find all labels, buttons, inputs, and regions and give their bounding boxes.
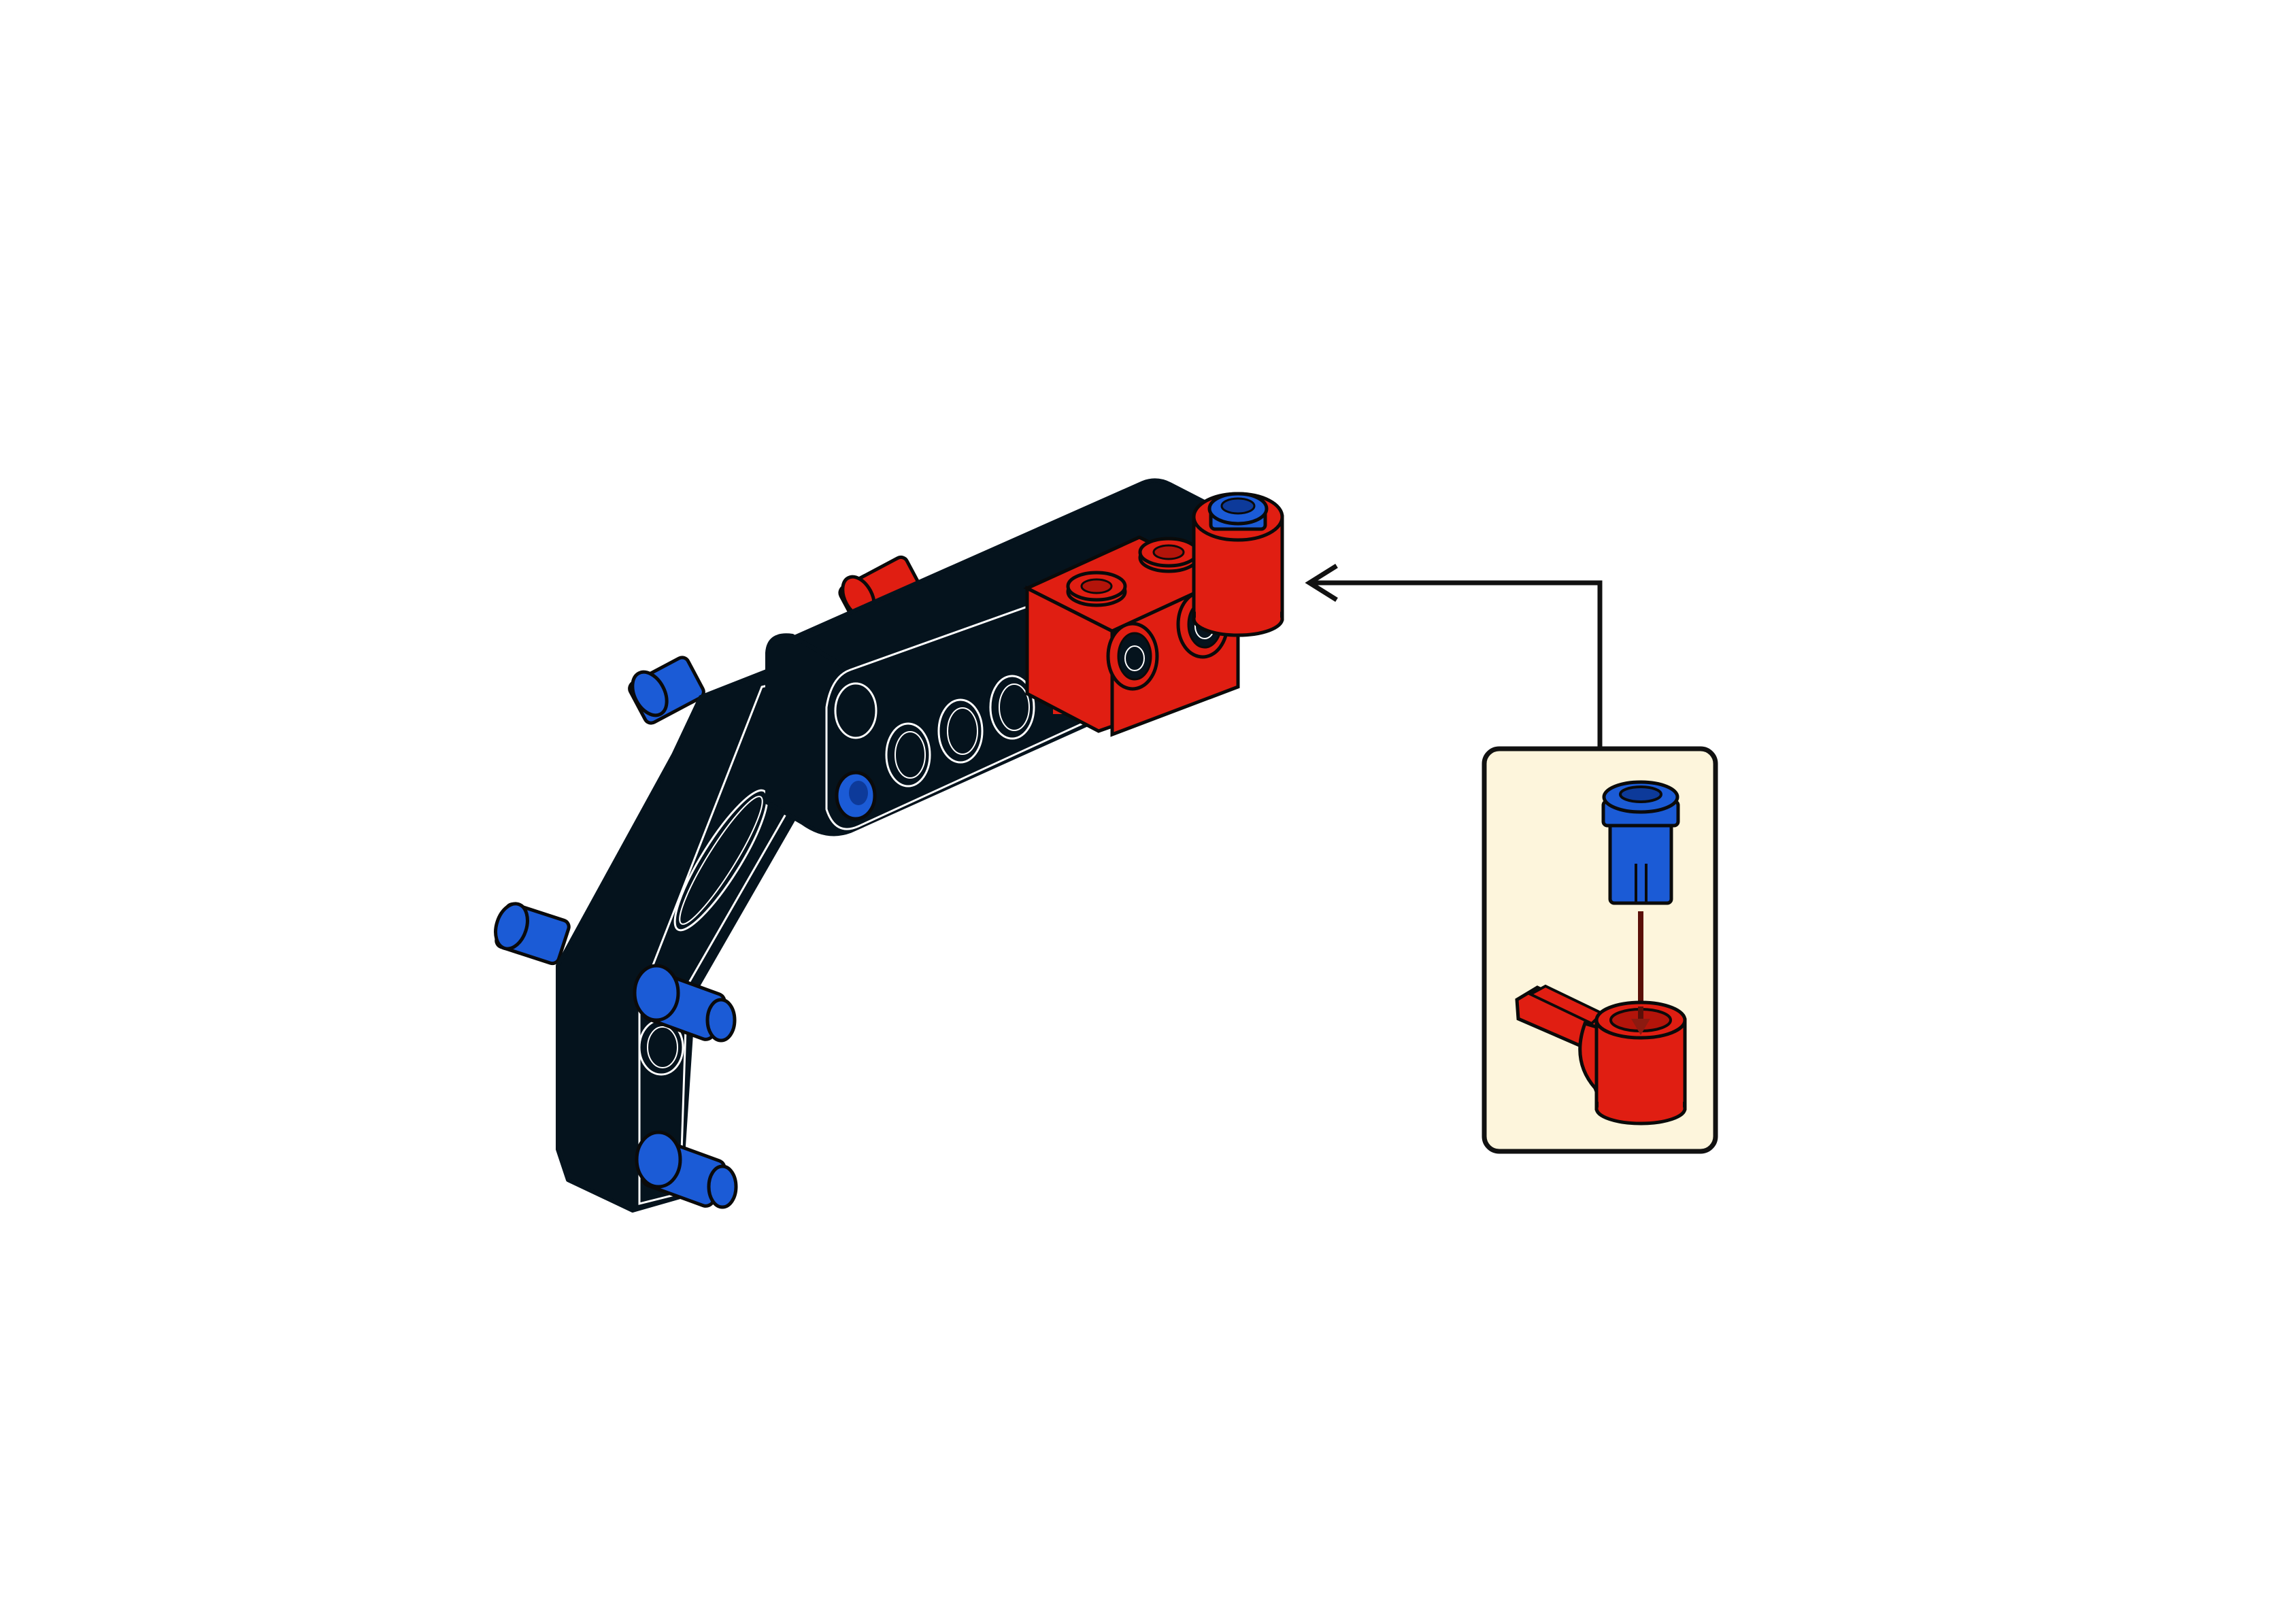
straight-liftarm-hole-4 [989,675,1035,740]
half-pin-part [1601,780,1680,905]
half-pin-body [1608,814,1673,905]
insert-arrow-overlap-head [1631,1019,1650,1035]
pointer-leader-line [1309,580,1603,749]
friction-pin-liftarm [835,771,877,821]
friction-pin-front-lower [635,1130,738,1209]
straight-liftarm-hole-2-inner [894,731,926,779]
pointer-arrowhead [1305,564,1338,602]
pin-connector-part [1515,984,1687,1126]
bent-liftarm-slot [673,789,769,932]
bent-liftarm [556,656,801,1213]
friction-pin-back-lower [494,902,571,966]
straight-liftarm-hole-3 [937,698,984,764]
half-pin-on-assembly [1207,492,1269,531]
straight-liftarm [765,478,1220,836]
bent-liftarm-hole-1-inner [647,1026,678,1068]
brick-stud-1 [1066,571,1127,607]
brick-front [1025,585,1114,733]
bent-liftarm-slot-inner [679,796,763,925]
brick-side-hole-1 [1106,622,1159,691]
half-pin-hole [1619,785,1662,803]
straight-liftarm-hole-3-inner [947,707,978,755]
straight-liftarm-hole-4-inner [999,683,1030,731]
friction-pin-front-upper [633,964,737,1043]
pointer-arrow-icon [1305,564,1603,749]
brick-stud-2 [1138,537,1199,573]
straight-liftarm-hole-2 [885,722,931,788]
friction-pin-back-upper [628,656,705,725]
straight-liftarm-hole-1 [834,682,877,739]
